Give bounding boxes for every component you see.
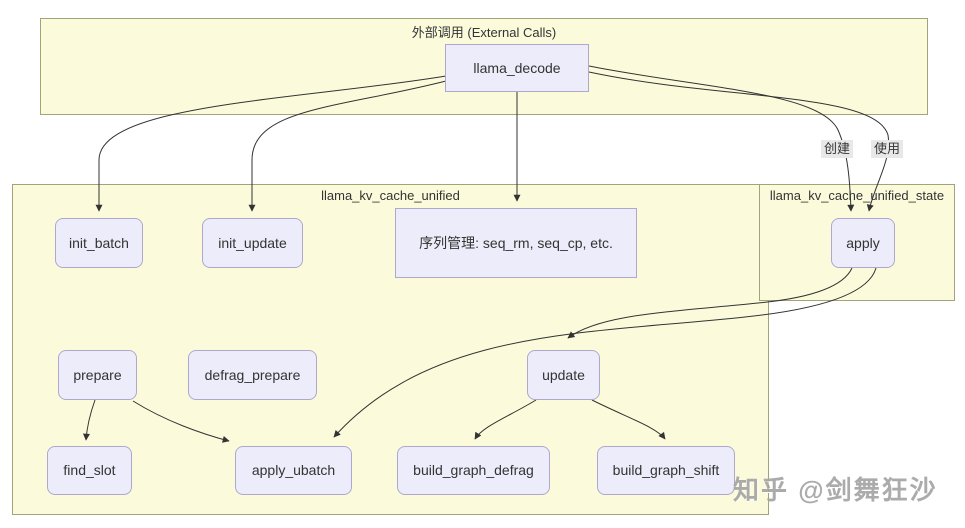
cluster-llama-kv-cache-unified-title: llama_kv_cache_unified — [321, 188, 460, 203]
node-init_batch: init_batch — [55, 218, 143, 268]
node-build_graph_defrag: build_graph_defrag — [397, 446, 550, 495]
node-defrag_prepare: defrag_prepare — [188, 350, 317, 400]
node-apply: apply — [831, 218, 895, 268]
node-init_update: init_update — [202, 218, 303, 268]
cluster-llama-kv-cache-unified-state-title: llama_kv_cache_unified_state — [769, 188, 945, 203]
node-update: update — [527, 350, 600, 400]
node-llama_decode: llama_decode — [445, 44, 589, 92]
edge-label-create: 创建 — [821, 140, 854, 158]
node-build_graph_shift: build_graph_shift — [597, 446, 735, 495]
node-apply_ubatch: apply_ubatch — [235, 446, 352, 495]
node-seq-management: 序列管理: seq_rm, seq_cp, etc. — [395, 208, 637, 278]
zhihu-watermark: 知乎 @剑舞狂沙 — [733, 475, 938, 505]
cluster-external-calls-title: 外部调用 (External Calls) — [411, 25, 557, 40]
node-prepare: prepare — [58, 350, 137, 400]
node-find_slot: find_slot — [47, 446, 132, 495]
edge-label-use: 使用 — [871, 140, 904, 158]
